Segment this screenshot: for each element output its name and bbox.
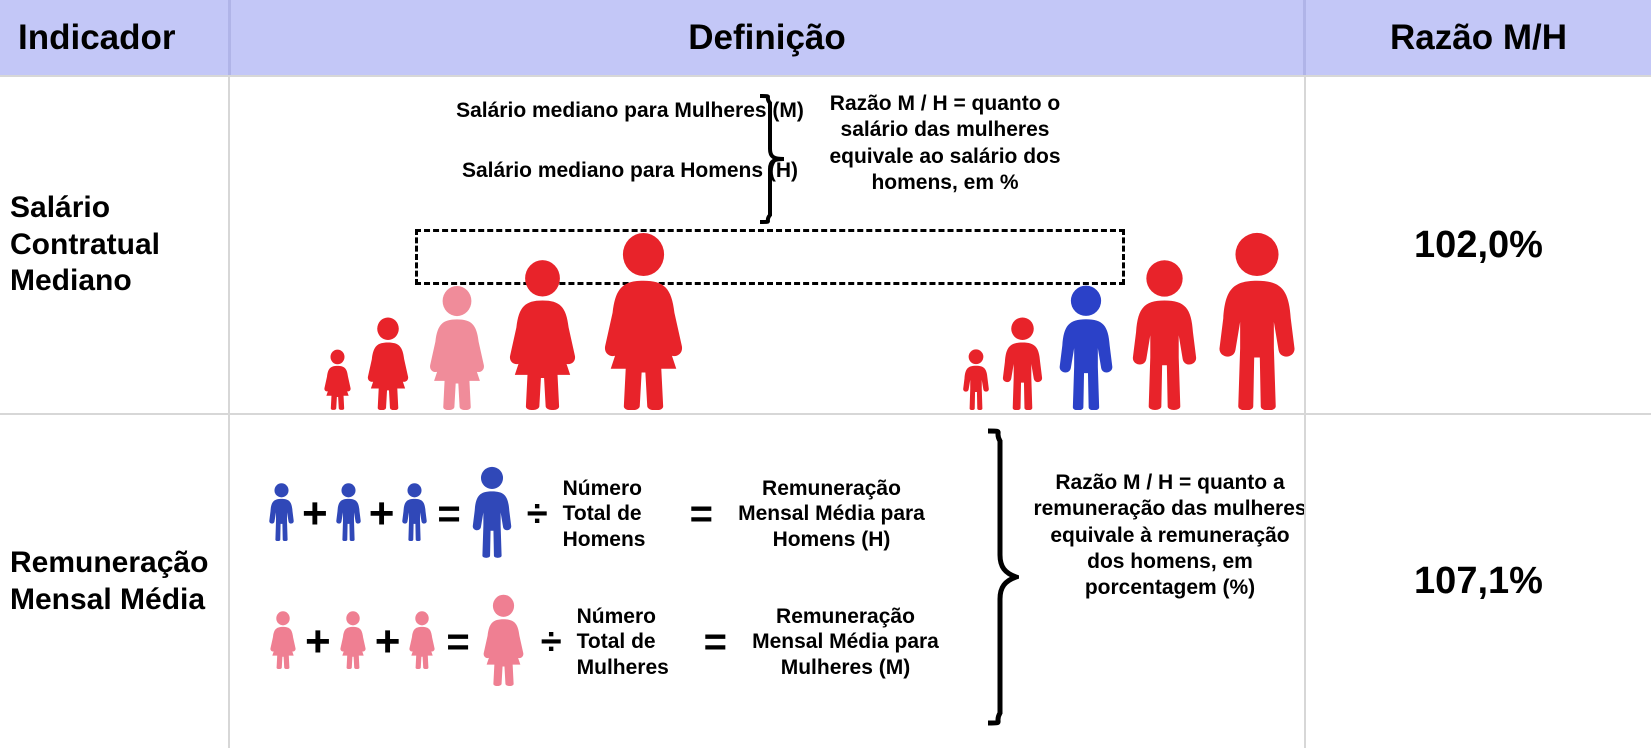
- man-icon-large: [468, 466, 516, 563]
- header-cell-definition: Definição: [231, 0, 1303, 75]
- header-cell-indicator: Indicador: [0, 0, 228, 75]
- figure-1: [960, 349, 992, 413]
- row2-women-result-label: Remuneração Mensal Média para Mulheres (…: [752, 605, 939, 679]
- row2-definition-cell: + + = ÷ Número Total de Homens = Remuner…: [228, 415, 1306, 748]
- equals-operator: =: [446, 620, 470, 664]
- woman-pictogram: [367, 317, 409, 411]
- figure-4: [499, 259, 586, 413]
- woman-pictogram: [270, 610, 296, 669]
- man-pictogram: [1002, 317, 1043, 411]
- man-pictogram: [335, 482, 361, 541]
- man-pictogram: [1059, 285, 1113, 411]
- row1-brace-icon: [759, 94, 785, 224]
- row2-ratio-note: Razão M / H = quanto a remuneração das m…: [1033, 471, 1306, 599]
- figure-3: [421, 285, 493, 413]
- row1-women-figure-group: [320, 232, 695, 413]
- table-header-row: Indicador Definição Razão M/H: [0, 0, 1651, 75]
- row2-women-divisor-label: Número Total de Mulheres: [576, 605, 669, 679]
- row1-ratio-note: Razão M / H = quanto o salário das mulhe…: [829, 92, 1061, 194]
- figure-1: [320, 349, 355, 413]
- divide-operator: ÷: [540, 621, 562, 663]
- row2-ratio-value: 107,1%: [1306, 415, 1651, 748]
- woman-pictogram: [483, 594, 524, 686]
- man-pictogram: [1219, 232, 1295, 411]
- table-row-remuneracao-mensal-media: Remuneração Mensal Média + + = ÷ Número …: [0, 413, 1651, 748]
- plus-operator: +: [302, 489, 328, 538]
- figure-3: [1053, 285, 1119, 413]
- row1-men-figure-group: [960, 232, 1304, 413]
- figure-5: [1210, 232, 1304, 413]
- figure-2: [361, 317, 415, 413]
- row2-men-divisor-label: Número Total de Homens: [562, 477, 646, 551]
- man-pictogram: [402, 482, 428, 541]
- man-pictogram: [963, 349, 989, 411]
- man-icon-small-3: [399, 482, 430, 546]
- row1-fraction: Salário mediano para Mulheres (M) Salári…: [360, 99, 900, 183]
- plus-operator: +: [368, 489, 395, 538]
- row2-brace-icon: [987, 428, 1019, 726]
- figure-2: [998, 317, 1047, 413]
- table-row-salario-contratual-mediano: Salário Contratual Mediano Salário media…: [0, 75, 1651, 413]
- man-icon-small-1: [266, 482, 297, 546]
- man-pictogram: [1132, 260, 1197, 410]
- man-pictogram: [269, 482, 294, 541]
- row1-definition-cell: Salário mediano para Mulheres (M) Salári…: [228, 77, 1306, 413]
- row1-fraction-denominator: Salário mediano para Homens (H): [461, 159, 799, 183]
- divide-operator: ÷: [526, 493, 548, 535]
- equals-operator-result: =: [703, 620, 727, 664]
- row2-men-result-label: Remuneração Mensal Média para Homens (H): [738, 477, 925, 551]
- woman-icon-small-1: [266, 610, 300, 674]
- row1-median-highlight-box: [415, 229, 1125, 285]
- row1-fraction-numerator: Salário mediano para Mulheres (M): [456, 99, 804, 122]
- woman-pictogram: [604, 232, 683, 411]
- plus-operator: +: [305, 617, 331, 666]
- figure-5: [592, 232, 695, 413]
- woman-icon-small-2: [336, 610, 370, 674]
- woman-pictogram: [409, 610, 435, 669]
- row2-indicator-label: Remuneração Mensal Média: [0, 415, 228, 748]
- header-divider-2: [1303, 0, 1306, 75]
- header-cell-ratio: Razão M/H: [1306, 0, 1651, 75]
- figure-4: [1125, 259, 1204, 413]
- woman-pictogram: [430, 285, 484, 411]
- woman-icon-large: [477, 594, 530, 691]
- header-divider-1: [228, 0, 231, 75]
- woman-pictogram: [509, 260, 576, 411]
- row1-ratio-value: 102,0%: [1306, 77, 1651, 413]
- woman-icon-small-3: [405, 610, 439, 674]
- woman-pictogram: [340, 610, 366, 669]
- plus-operator: +: [374, 617, 401, 666]
- man-icon-small-2: [333, 482, 364, 546]
- row1-indicator-label: Salário Contratual Mediano: [0, 77, 228, 413]
- equals-operator: =: [437, 492, 461, 536]
- equals-operator-result: =: [689, 492, 713, 536]
- row2-equation-women: + + = ÷ Número Total de Mulheres = Remun…: [266, 577, 953, 707]
- row2-equation-men: + + = ÷ Número Total de Homens = Remuner…: [266, 449, 939, 579]
- woman-pictogram: [324, 349, 351, 410]
- man-pictogram: [472, 466, 511, 558]
- row1-figure-comparison: [230, 217, 1304, 413]
